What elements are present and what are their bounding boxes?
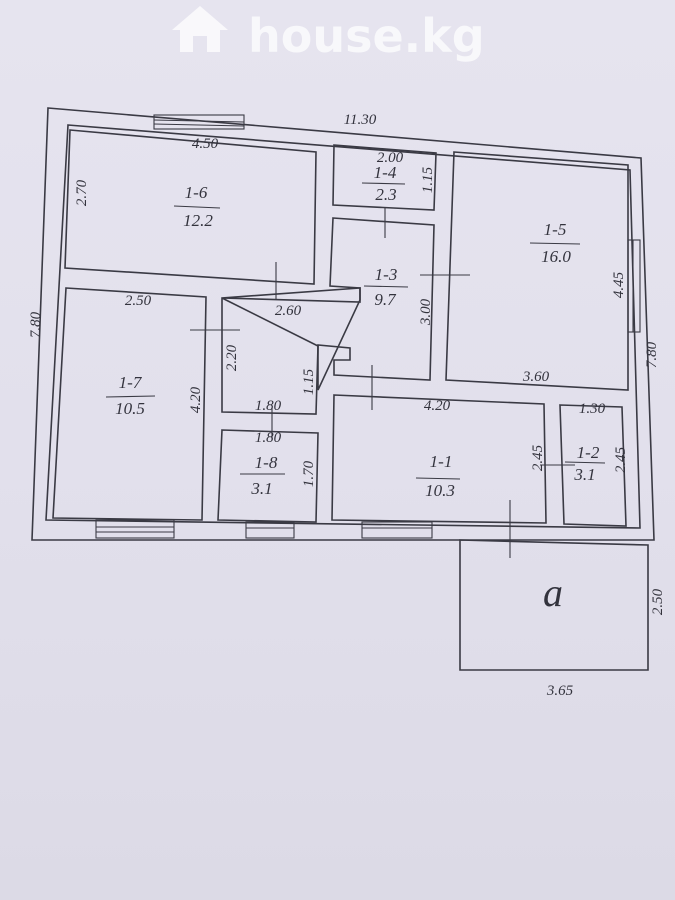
- inner-outline: [45, 124, 641, 529]
- room-id: 1-3: [375, 265, 398, 284]
- dim: 3.60: [522, 369, 550, 385]
- dim: 2.00: [377, 150, 404, 166]
- room-1-1: [331, 394, 547, 524]
- overall-width: 11.30: [344, 112, 377, 128]
- room-id: 1-8: [255, 453, 278, 472]
- room-id: 1-1: [430, 452, 453, 471]
- dim: 2.70: [74, 179, 90, 206]
- dim: 1.80: [255, 398, 282, 414]
- room-area: 3.1: [573, 465, 595, 484]
- room-id: 1-4: [374, 163, 397, 182]
- annex-label: a: [543, 570, 563, 615]
- room-id: 1-6: [185, 183, 208, 202]
- room-1-5: [445, 151, 629, 391]
- room-area: 12.2: [183, 211, 213, 230]
- dim: 2.60: [275, 303, 302, 319]
- dim: 1.80: [255, 430, 282, 446]
- dim: 1.70: [301, 460, 317, 487]
- room-area: 2.3: [375, 185, 396, 204]
- overall-height-left: 7.80: [28, 311, 44, 338]
- dim: 3.65: [546, 683, 574, 699]
- watermark: house.kg: [172, 6, 485, 63]
- room-area: 10.3: [425, 481, 455, 500]
- dim: 1.15: [420, 166, 436, 193]
- room-area: 16.0: [541, 247, 571, 266]
- room-area: 9.7: [374, 290, 397, 309]
- house-icon: [172, 6, 228, 52]
- room-id: 1-5: [544, 220, 567, 239]
- dim: 1.30: [579, 401, 606, 417]
- room-id: 1-7: [119, 373, 143, 392]
- windows: [95, 114, 641, 539]
- watermark-text: house.kg: [248, 9, 485, 63]
- dim: 2.45: [530, 444, 546, 471]
- room-1-2: [559, 404, 627, 527]
- dim: 4.20: [424, 398, 451, 414]
- room-1-4: [332, 144, 437, 211]
- room-1-6: [64, 129, 317, 285]
- room-1-7: [52, 287, 207, 521]
- outer-wall: [31, 107, 655, 541]
- doors: [190, 208, 575, 558]
- room-area: 3.1: [250, 479, 272, 498]
- overall-height-right: 7.80: [644, 341, 660, 368]
- dim: 3.00: [418, 298, 434, 326]
- room-1-8: [217, 429, 319, 523]
- room-area: 10.5: [115, 399, 145, 418]
- dim: 2.20: [224, 344, 240, 371]
- dim: 1.15: [301, 368, 317, 395]
- corridor: [221, 287, 361, 415]
- dim: 4.20: [188, 386, 204, 413]
- dim: 4.45: [611, 271, 627, 298]
- room-id: 1-2: [577, 443, 600, 462]
- annex-a: [459, 539, 649, 671]
- dim: 2.50: [125, 293, 152, 309]
- dim: 4.50: [192, 136, 219, 152]
- dim: 2.45: [613, 446, 629, 473]
- dim: 2.50: [650, 588, 666, 615]
